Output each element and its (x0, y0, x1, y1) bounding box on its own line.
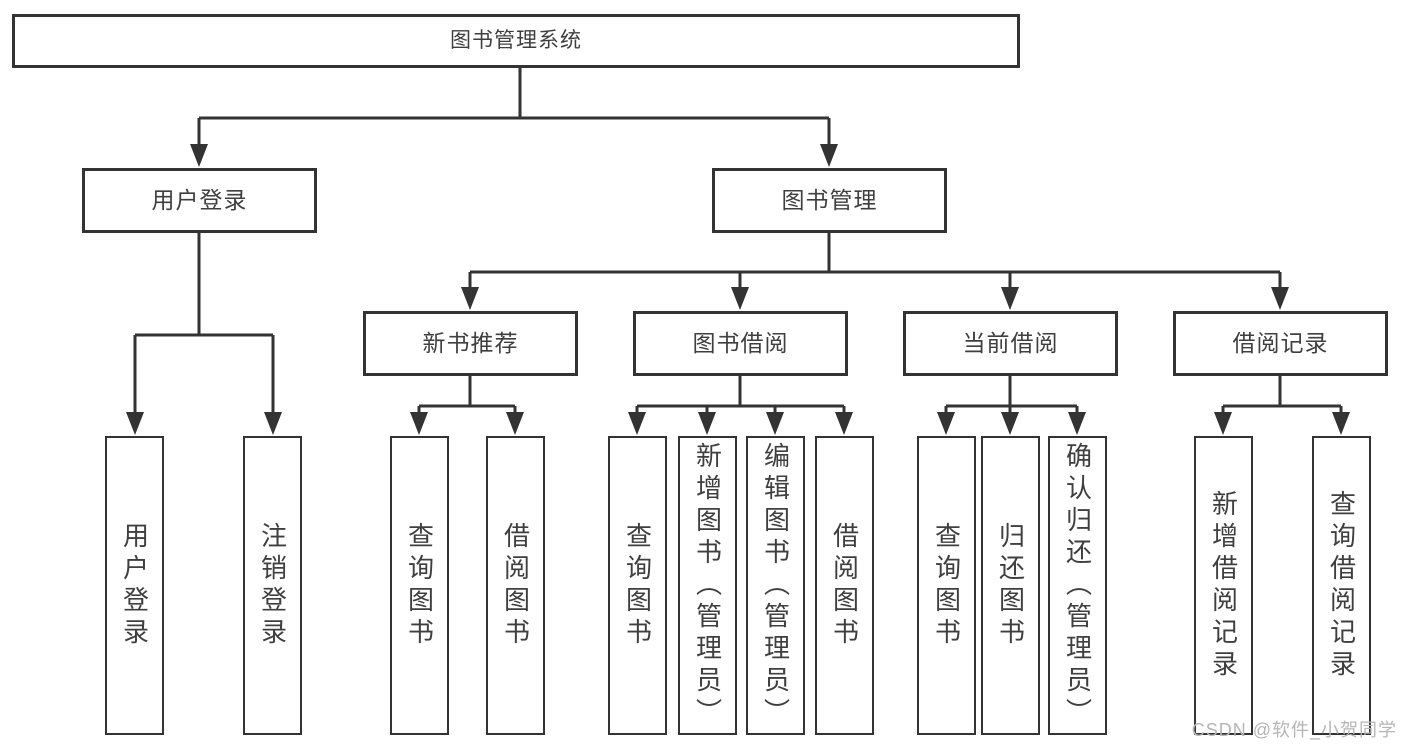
node-book-borrow: 图书借阅 (633, 311, 848, 376)
node-leaf-user-login: 用户登录 (105, 436, 164, 735)
node-leaf-logout: 注销登录 (243, 436, 302, 735)
node-user-login: 用户登录 (82, 168, 317, 233)
node-leaf-current-confirm-return: 确认归还（管理员） (1048, 436, 1107, 735)
node-book-manage: 图书管理 (712, 168, 947, 233)
node-leaf-borrow-edit-book: 编辑图书（管理员） (746, 436, 805, 735)
node-leaf-recommend-query-book: 查询图书 (390, 436, 449, 735)
node-library-system: 图书管理系统 (12, 14, 1020, 68)
node-new-book-recommend: 新书推荐 (363, 311, 578, 376)
node-leaf-borrow-borrow-book: 借阅图书 (815, 436, 874, 735)
node-leaf-current-query-book: 查询图书 (917, 436, 976, 735)
connector-paths (133, 68, 1343, 414)
node-current-borrow: 当前借阅 (903, 311, 1118, 376)
node-leaf-current-return-book: 归还图书 (981, 436, 1040, 735)
node-leaf-records-query: 查询借阅记录 (1312, 436, 1371, 735)
node-leaf-borrow-query-book: 查询图书 (608, 436, 667, 735)
node-leaf-recommend-borrow-book: 借阅图书 (486, 436, 545, 735)
connector-arrowheads (126, 144, 1350, 435)
watermark-text: CSDN @软件_小贺同学 (1191, 720, 1397, 740)
node-borrow-records: 借阅记录 (1173, 311, 1388, 376)
node-leaf-records-add: 新增借阅记录 (1194, 436, 1253, 735)
node-leaf-borrow-add-book: 新增图书（管理员） (678, 436, 737, 735)
